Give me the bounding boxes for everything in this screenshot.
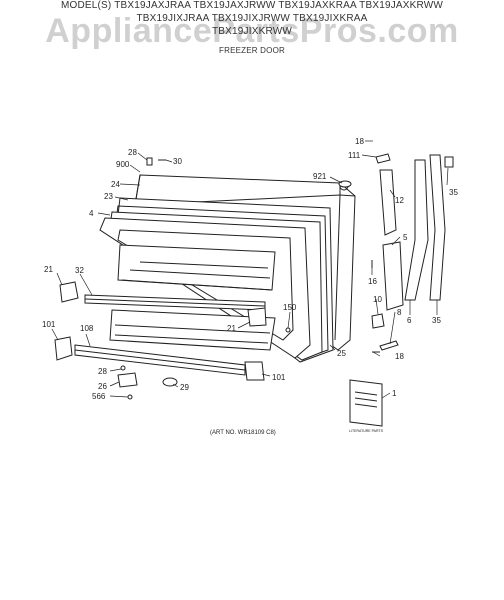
callout-1: 1 [392, 389, 397, 398]
end-cap-upper-left [59, 281, 79, 303]
callout-30: 30 [173, 157, 182, 166]
model-line-3: TBX19JIXKRWW [211, 26, 292, 37]
bracket-10 [371, 313, 385, 329]
model-line-2: TBX19JIXJRAA TBX19JIXJRWW TBX19JIXKRAA [136, 13, 368, 24]
callout-101-right: 101 [272, 373, 286, 382]
callout-32: 32 [75, 266, 84, 275]
small-part-35 [444, 156, 454, 168]
callout-23: 23 [104, 192, 113, 201]
callout-21-left: 21 [44, 265, 53, 274]
callout-26: 26 [98, 382, 107, 391]
shelf-rail-lower [74, 344, 246, 376]
callout-25: 25 [337, 349, 346, 358]
callout-28-top: 28 [128, 148, 137, 157]
callout-8: 8 [397, 308, 402, 317]
handle-trim-12 [379, 169, 397, 236]
callout-28-bottom: 28 [98, 367, 107, 376]
screw-28-bottom [120, 365, 126, 371]
callout-921: 921 [313, 172, 327, 181]
art-number: (ART NO. WR18109 C8) [210, 430, 276, 436]
callout-21-right: 21 [227, 324, 236, 333]
callout-35-bottom: 35 [432, 316, 441, 325]
end-cap-lower-left [54, 336, 73, 361]
end-cap-upper-right [247, 307, 267, 327]
diagram-subtitle: FREEZER DOOR [219, 46, 285, 55]
callout-5: 5 [403, 233, 408, 242]
handle-35 [429, 154, 446, 301]
upper-shelf [117, 244, 276, 291]
handle-6 [404, 159, 429, 301]
screw-8 [379, 340, 399, 351]
callout-labels: 28 30 900 24 23 4 921 18 111 35 12 5 16 … [42, 137, 458, 401]
callout-16: 16 [368, 277, 377, 286]
callout-24: 24 [111, 180, 120, 189]
callout-10: 10 [373, 295, 382, 304]
clip-111 [375, 153, 391, 164]
callout-150: 150 [283, 303, 297, 312]
model-line-1: MODEL(S) TBX19JAXJRAA TBX19JAXJRWW TBX19… [60, 0, 444, 11]
callout-6: 6 [407, 316, 412, 325]
callout-29: 29 [180, 383, 189, 392]
callout-108: 108 [80, 324, 94, 333]
callout-900: 900 [116, 160, 130, 169]
lower-shelf [109, 309, 276, 351]
handle-trim-5 [382, 241, 404, 311]
hinge-parts-26 [117, 372, 138, 388]
callout-18-top: 18 [355, 137, 364, 146]
screw-28-top [146, 157, 153, 166]
bumper-921 [338, 180, 352, 188]
watermark: AppliancePartsPros.com [45, 12, 459, 50]
callout-12: 12 [395, 196, 404, 205]
callout-18-bottom: 18 [395, 352, 404, 361]
leader-lines [51, 140, 449, 399]
screw-566 [127, 394, 133, 400]
callout-111: 111 [348, 151, 361, 160]
callout-101-left: 101 [42, 320, 56, 329]
callout-35-top: 35 [449, 188, 458, 197]
end-cap-lower-right [244, 361, 265, 381]
callout-566: 566 [92, 392, 106, 401]
literature-booklet [349, 379, 383, 427]
callout-4: 4 [89, 209, 94, 218]
booklet-label: LITERATURE PARTS [349, 429, 384, 433]
